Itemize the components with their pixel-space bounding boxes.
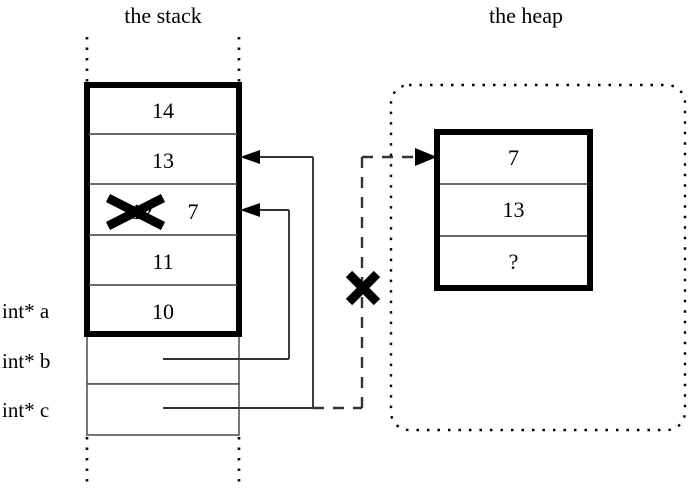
heap-value-0: 7 (508, 145, 519, 170)
stack-value-0: 14 (152, 98, 174, 123)
stack-cell-c (86, 383, 240, 436)
stack-value-3: 11 (152, 249, 174, 274)
heap-value-1: 13 (502, 197, 525, 222)
pointer-b-arrowhead-icon (240, 203, 260, 217)
pointer-label-b: int* b (2, 349, 51, 373)
stack-value-1: 13 (152, 148, 174, 173)
stack-value-strikeout-icon (105, 193, 166, 231)
heap-arrowhead-icon (415, 148, 437, 166)
stack-value-2-new: 7 (187, 199, 199, 224)
heap-title: the heap (489, 3, 563, 28)
stack-title: the stack (124, 3, 202, 28)
heap-block (434, 129, 593, 291)
stack-value-4: 10 (152, 299, 174, 324)
stack-value-2-old: 12 (131, 199, 153, 224)
stack-frame (84, 82, 242, 337)
pointer-label-a: int* a (2, 299, 50, 323)
pointer-c-arrowhead-icon (240, 150, 260, 164)
pointer-label-c: int* c (2, 398, 50, 422)
broken-link-cross-icon (345, 270, 381, 306)
heap-value-2: ? (508, 249, 519, 274)
